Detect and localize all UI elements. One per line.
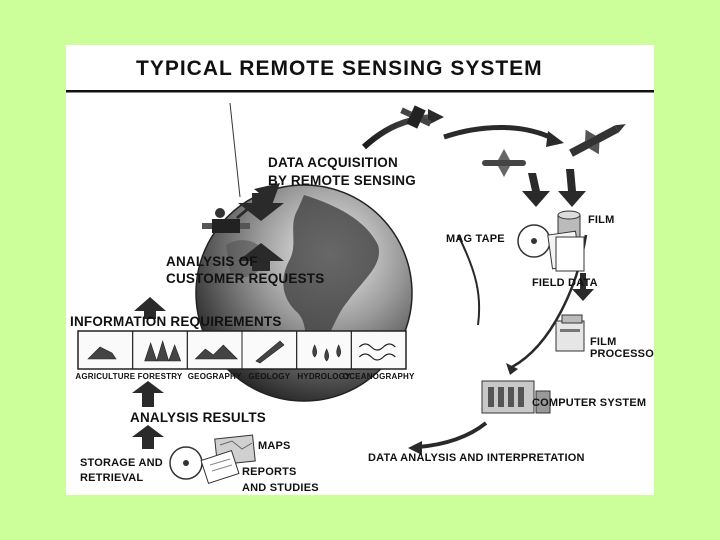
page-title: TYPICAL REMOTE SENSING SYSTEM xyxy=(136,57,543,80)
discipline-label: OCEANOGRAPHY xyxy=(343,372,415,381)
film-processor-label: PROCESSOR xyxy=(590,348,654,360)
information-requirements-label: INFORMATION REQUIREMENTS xyxy=(70,314,282,329)
storage-label: STORAGE AND xyxy=(80,457,163,469)
reports-label: AND STUDIES xyxy=(242,482,319,494)
discipline-label: AGRICULTURE xyxy=(75,372,135,381)
spacecraft-icon xyxy=(564,112,632,166)
analysis-customer-label: CUSTOMER REQUESTS xyxy=(166,271,324,286)
storage-label: RETRIEVAL xyxy=(80,472,143,484)
storage-arrow xyxy=(132,425,164,449)
storage-disc-icon xyxy=(170,447,202,479)
remote-sensing-diagram: TYPICAL REMOTE SENSING SYSTEM xyxy=(66,45,654,495)
mag-tape-icon xyxy=(518,225,550,257)
discipline-label: GEOLOGY xyxy=(248,372,290,381)
title-rule xyxy=(66,90,654,93)
data-acquisition-label: DATA ACQUISITION xyxy=(268,155,398,170)
analysis-customer-label: ANALYSIS OF xyxy=(166,254,258,269)
film-processor-icon xyxy=(556,315,584,351)
computer-system-label: COMPUTER SYSTEM xyxy=(532,397,646,409)
reports-label: REPORTS xyxy=(242,466,297,478)
field-data-sheets-icon xyxy=(548,231,584,271)
request-line xyxy=(230,103,240,197)
data-analysis-label: DATA ANALYSIS AND INTERPRETATION xyxy=(368,452,585,464)
maps-label: MAPS xyxy=(258,440,291,452)
diagram-panel: TYPICAL REMOTE SENSING SYSTEM xyxy=(66,45,654,495)
aircraft-icon xyxy=(482,149,526,177)
analysis-results-label: ANALYSIS RESULTS xyxy=(130,410,266,425)
discipline-label: GEOGRAPHY xyxy=(188,372,242,381)
film-processor-label: FILM xyxy=(590,336,616,348)
discipline-label: FORESTRY xyxy=(138,372,183,381)
film-label: FILM xyxy=(588,214,614,226)
mag-tape-label: MAG TAPE xyxy=(446,233,505,245)
reports-icon xyxy=(201,451,239,484)
data-acquisition-label: BY REMOTE SENSING xyxy=(268,173,416,188)
results-arrow xyxy=(132,381,164,407)
field-data-label: FIELD DATA xyxy=(532,277,598,289)
